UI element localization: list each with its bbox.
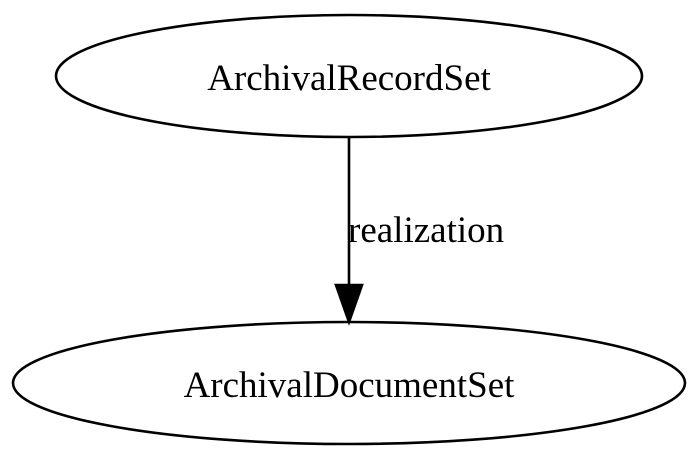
node-label: ArchivalRecordSet bbox=[207, 58, 491, 99]
edge-realization[interactable]: realization bbox=[334, 138, 504, 326]
node-ellipse bbox=[54, 13, 644, 139]
node-archival-document-set[interactable]: ArchivalDocumentSet bbox=[11, 320, 687, 446]
node-ellipse bbox=[11, 320, 687, 446]
arrowhead-icon bbox=[334, 283, 364, 326]
node-label: ArchivalDocumentSet bbox=[184, 365, 516, 406]
node-archival-record-set[interactable]: ArchivalRecordSet bbox=[54, 13, 644, 139]
edge-label: realization bbox=[348, 210, 504, 251]
